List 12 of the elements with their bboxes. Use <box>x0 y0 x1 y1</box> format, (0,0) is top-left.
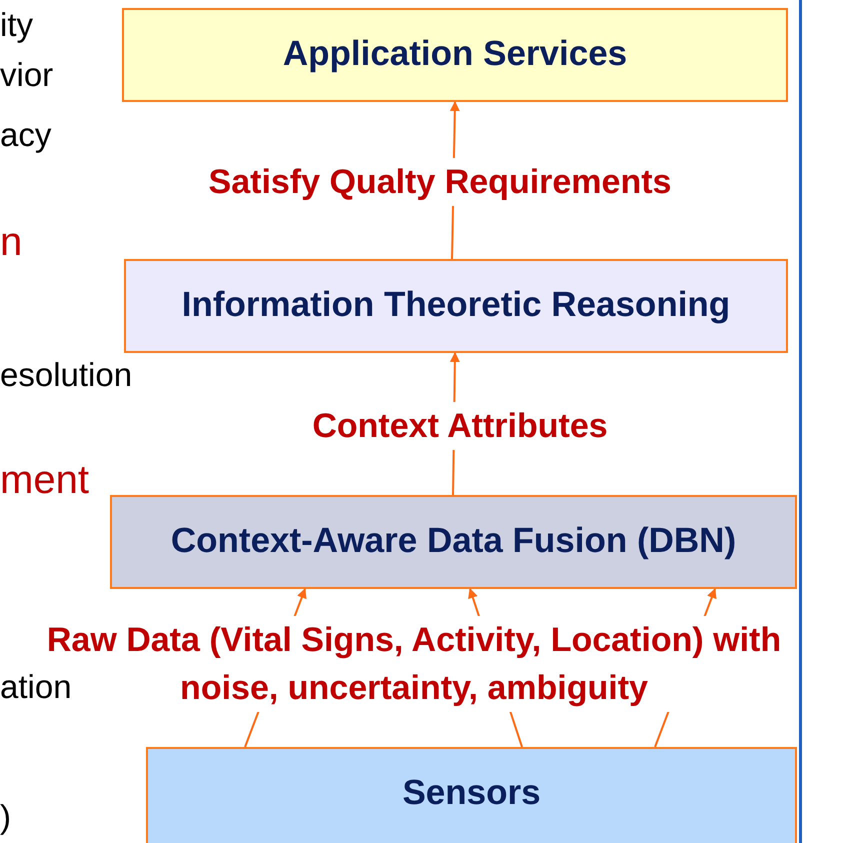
text-fragment: acy <box>0 118 52 151</box>
text-fragment: esolution <box>0 358 132 391</box>
text-fragment: ation <box>0 670 72 703</box>
layer-box: Application Services <box>122 8 788 102</box>
text-fragment: ment <box>0 460 89 500</box>
text-fragment: ) <box>0 800 11 833</box>
layer-box: Sensors <box>146 747 797 843</box>
layer-box: Information Theoretic Reasoning <box>124 259 788 353</box>
text-fragment: n <box>0 222 22 262</box>
text-fragment: ity <box>0 8 33 41</box>
layer-box: Context-Aware Data Fusion (DBN) <box>110 495 797 589</box>
text-fragment: vior <box>0 58 54 91</box>
